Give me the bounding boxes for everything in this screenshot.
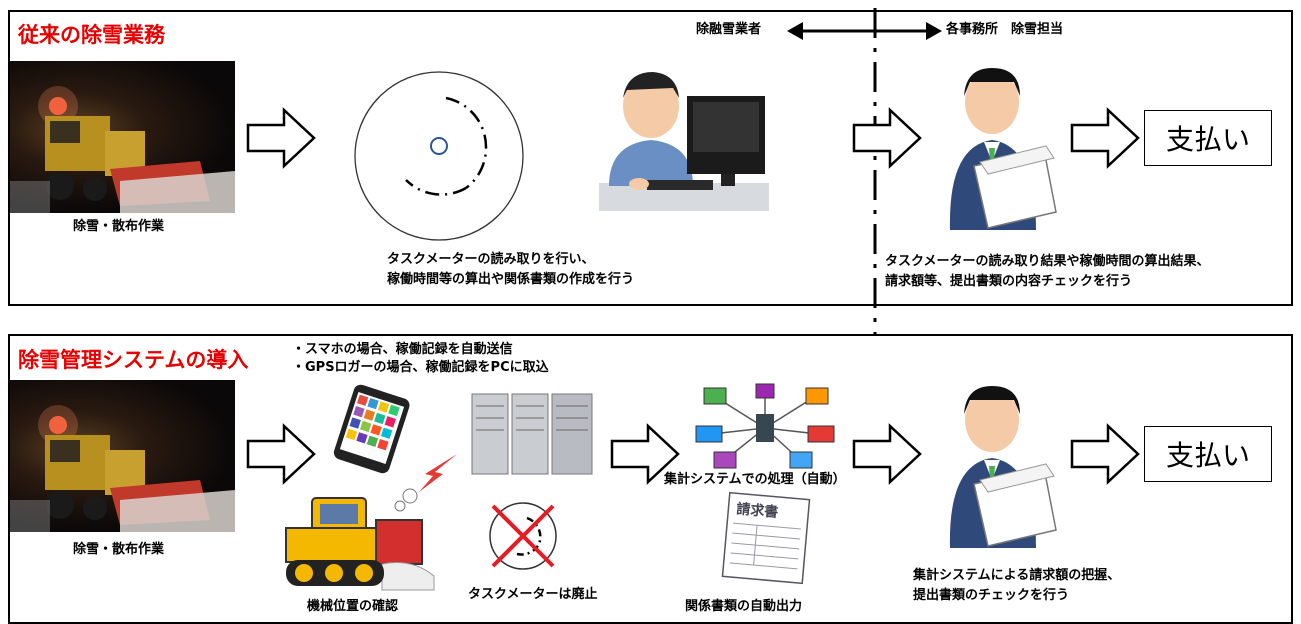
- system-check-line1: 集計システムによる請求額の把握、: [913, 568, 1121, 583]
- task-meter-disc-icon: [354, 71, 524, 241]
- meter-abolished-caption: タスクメーターは廃止: [468, 587, 598, 602]
- contractor-label: 除融雪業者: [696, 22, 762, 37]
- meter-reading-line2: 稼働時間等の算出や関係書類の作成を行う: [387, 272, 635, 287]
- office-label: 各事務所 除雪担当: [946, 22, 1064, 37]
- arrow-right-icon: [610, 423, 680, 485]
- system-check-line2: 提出書類のチェックを行う: [913, 588, 1070, 603]
- smartphone-icon: [333, 384, 410, 474]
- bottom-photo-caption: 除雪・散布作業: [73, 542, 165, 557]
- invoice-label: 請求書: [736, 500, 779, 521]
- arrow-right-icon: [1070, 423, 1140, 485]
- arrow-right-icon: [852, 423, 922, 485]
- arrow-right-icon: [852, 107, 922, 169]
- arrow-right-icon: [246, 423, 316, 485]
- document-output-caption: 関係書類の自動出力: [685, 599, 803, 614]
- meter-reading-line1: タスクメーターの読み取りを行い、: [387, 252, 595, 267]
- system-processing-caption: 集計システムでの処理（自動）: [664, 472, 846, 487]
- top-photo-caption: 除雪・散布作業: [73, 219, 165, 234]
- network-system-icon: [695, 383, 835, 469]
- double-arrow-icon: [787, 22, 942, 40]
- payment-box: 支払い: [1144, 426, 1272, 482]
- system-note-line2: ・GPSロガーの場合、稼働記録をPCに取込: [292, 360, 549, 375]
- system-note-line1: ・スマホの場合、稼働記録を自動送信: [292, 342, 513, 357]
- snowplow-photo: [10, 61, 235, 213]
- check-text-line1: タスクメーターの読み取り結果や稼働時間の算出結果、: [885, 254, 1210, 269]
- snowplow-photo: [10, 380, 235, 532]
- machine-position-caption: 機械位置の確認: [307, 599, 399, 614]
- office-worker-pc-icon: [599, 72, 769, 211]
- wireless-signal-icon: [419, 454, 457, 492]
- payment-box: 支払い: [1144, 110, 1272, 166]
- abolished-meter-icon: [489, 502, 557, 570]
- snowplow-photo-art: [10, 405, 235, 532]
- system-title: 除雪管理システムの導入: [18, 348, 249, 372]
- check-text-line2: 請求額等、提出書類の内容チェックを行う: [885, 274, 1133, 289]
- snowplow-photo-art: [10, 86, 235, 213]
- conventional-title: 従来の除雪業務: [18, 23, 165, 47]
- invoice-document-icon: 請求書: [721, 491, 811, 585]
- server-rack-icon: [471, 393, 593, 475]
- arrow-right-icon: [246, 107, 316, 169]
- staff-reviewing-documents-icon: [949, 386, 1057, 548]
- staff-reviewing-documents-icon: [949, 68, 1057, 230]
- arrow-right-icon: [1070, 107, 1140, 169]
- snowplow-machine-icon: [285, 488, 435, 591]
